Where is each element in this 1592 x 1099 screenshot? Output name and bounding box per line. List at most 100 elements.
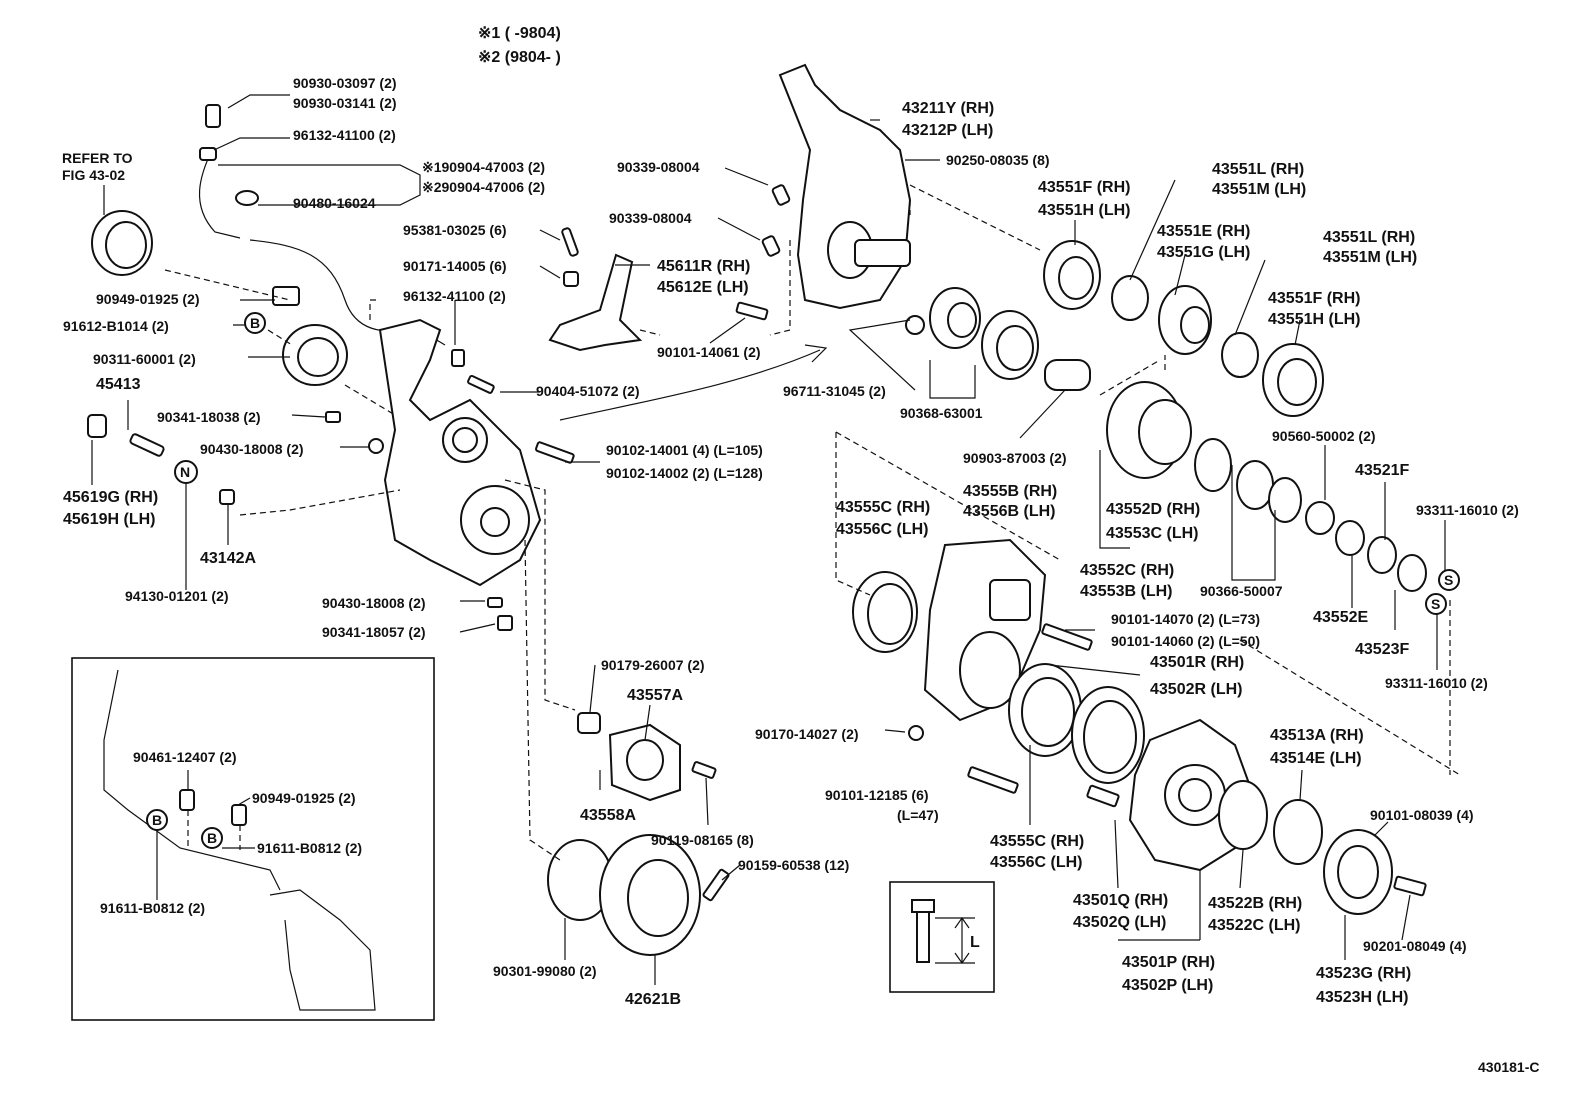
label-43142A: 43142A <box>200 550 256 567</box>
marker-s-2: S <box>1425 593 1447 615</box>
label-43502R: 43502R (LH) <box>1150 681 1242 698</box>
label-43552C: 43552C (RH) <box>1080 562 1174 579</box>
refer-line-1: REFER TO <box>62 150 133 166</box>
label-90930-03141: 90930-03141 (2) <box>293 95 397 111</box>
label-43523G: 43523G (RH) <box>1316 965 1411 982</box>
svg-text:S: S <box>1431 596 1440 612</box>
label-90101-14060: 90101-14060 (2) (L=50) <box>1111 633 1260 649</box>
label-43556C-b: 43556C (LH) <box>990 854 1082 871</box>
label-90366-50007: 90366-50007 <box>1200 583 1283 599</box>
label-90250-08035: 90250-08035 (8) <box>946 152 1050 168</box>
label-90904-47006: ※290904-47006 (2) <box>422 179 545 195</box>
label-90430-18008-b: 90430-18008 (2) <box>322 595 426 611</box>
label-43211Y: 43211Y (RH) <box>902 100 994 117</box>
label-90159-60538: 90159-60538 (12) <box>738 857 849 873</box>
note-1: ※1 ( -9804) <box>478 25 561 42</box>
label-90102-14001: 90102-14001 (4) (L=105) <box>606 442 763 458</box>
label-45619G: 45619G (RH) <box>63 489 158 506</box>
refer-line-2: FIG 43-02 <box>62 167 125 183</box>
label-90368-63001: 90368-63001 <box>900 405 983 421</box>
axle-hub <box>1086 718 1427 915</box>
label-43514E: 43514E (LH) <box>1270 750 1362 767</box>
dust-seal <box>91 185 153 276</box>
label-90101-12185-length: (L=47) <box>897 807 939 823</box>
label-90171-14005: 90171-14005 (6) <box>403 258 507 274</box>
svg-text:B: B <box>152 812 162 828</box>
label-90461-12407: 90461-12407 (2) <box>133 749 237 765</box>
label-43522B: 43522B (RH) <box>1208 895 1302 912</box>
label-90311-60001: 90311-60001 (2) <box>93 351 196 367</box>
assembly-lines <box>164 184 1461 861</box>
label-43551G: 43551G (LH) <box>1157 244 1250 261</box>
label-43551L-a: 43551L (RH) <box>1212 161 1304 178</box>
label-43551E: 43551E (RH) <box>1157 223 1250 240</box>
label-43501Q: 43501Q (RH) <box>1073 892 1168 909</box>
label-43556B: 43556B (LH) <box>963 503 1055 520</box>
label-96132-41100-b: 96132-41100 (2) <box>403 288 506 304</box>
label-90341-18038: 90341-18038 (2) <box>157 409 261 425</box>
label-43212P: 43212P (LH) <box>902 122 993 139</box>
label-90101-14070: 90101-14070 (2) (L=73) <box>1111 611 1260 627</box>
label-90949-01925-a: 90949-01925 (2) <box>96 291 200 307</box>
label-43558A: 43558A <box>580 807 636 824</box>
breather-hose <box>199 104 446 346</box>
label-90930-03097: 90930-03097 (2) <box>293 75 397 91</box>
label-43551M-a: 43551M (LH) <box>1212 181 1306 198</box>
hub-housing <box>852 538 1145 794</box>
steering-knuckle <box>282 318 542 587</box>
hub-cap-parts <box>547 712 730 956</box>
label-45619H: 45619H (LH) <box>63 511 155 528</box>
label-90949-01925-b: 90949-01925 (2) <box>252 790 356 806</box>
bearing-train <box>929 240 1427 592</box>
label-91611-B0812-b: 91611-B0812 (2) <box>100 900 205 916</box>
label-43555C-a: 43555C (RH) <box>836 499 930 516</box>
marker-b-3: B <box>201 827 223 849</box>
label-43551H-a: 43551H (LH) <box>1038 202 1130 219</box>
knuckle-housing <box>778 63 925 335</box>
svg-text:S: S <box>1444 572 1453 588</box>
label-90904-47003: ※190904-47003 (2) <box>422 159 545 175</box>
marker-b-2: B <box>146 809 168 831</box>
label-43552E: 43552E <box>1313 609 1368 626</box>
marker-n: N <box>174 460 198 484</box>
label-90102-14002: 90102-14002 (2) (L=128) <box>606 465 763 481</box>
label-94130-01201: 94130-01201 (2) <box>125 588 229 604</box>
label-43551F-b: 43551F (RH) <box>1268 290 1360 307</box>
label-43551F-a: 43551F (RH) <box>1038 179 1130 196</box>
label-90201-08049: 90201-08049 (4) <box>1363 938 1467 954</box>
legend-length-letter: L <box>970 934 980 951</box>
label-43501P: 43501P (RH) <box>1122 954 1215 971</box>
label-43522C: 43522C (LH) <box>1208 917 1300 934</box>
svg-text:N: N <box>180 464 190 480</box>
label-96711-31045: 96711-31045 (2) <box>783 383 886 399</box>
label-43523H: 43523H (LH) <box>1316 989 1408 1006</box>
marker-b-1: B <box>244 312 266 334</box>
label-43502P: 43502P (LH) <box>1122 977 1213 994</box>
label-43551M-b: 43551M (LH) <box>1323 249 1417 266</box>
label-91611-B0812-a: 91611-B0812 (2) <box>257 840 362 856</box>
label-43502Q: 43502Q (LH) <box>1073 914 1166 931</box>
label-90480-16024: 90480-16024 <box>293 195 376 211</box>
note-2: ※2 (9804- ) <box>478 49 561 66</box>
label-43552D: 43552D (RH) <box>1106 501 1200 518</box>
label-90903-87003: 90903-87003 (2) <box>963 450 1067 466</box>
label-95381-03025: 95381-03025 (6) <box>403 222 507 238</box>
label-90119-08165: 90119-08165 (8) <box>651 832 754 848</box>
label-93311-16010-b: 93311-16010 (2) <box>1385 675 1488 691</box>
label-90339-08004-a: 90339-08004 <box>617 159 700 175</box>
label-43521F: 43521F <box>1355 462 1409 479</box>
inset-box <box>71 657 435 1021</box>
leader-lines <box>91 94 1446 985</box>
label-90179-26007: 90179-26007 (2) <box>601 657 705 673</box>
marker-s-1: S <box>1438 569 1460 591</box>
label-45612E: 45612E (LH) <box>657 279 749 296</box>
label-90101-08039: 90101-08039 (4) <box>1370 807 1474 823</box>
label-43513A: 43513A (RH) <box>1270 727 1364 744</box>
label-90170-14027: 90170-14027 (2) <box>755 726 859 742</box>
label-43501R: 43501R (RH) <box>1150 654 1244 671</box>
label-43553B: 43553B (LH) <box>1080 583 1172 600</box>
label-43555C-b: 43555C (RH) <box>990 833 1084 850</box>
label-43551L-b: 43551L (RH) <box>1323 229 1415 246</box>
